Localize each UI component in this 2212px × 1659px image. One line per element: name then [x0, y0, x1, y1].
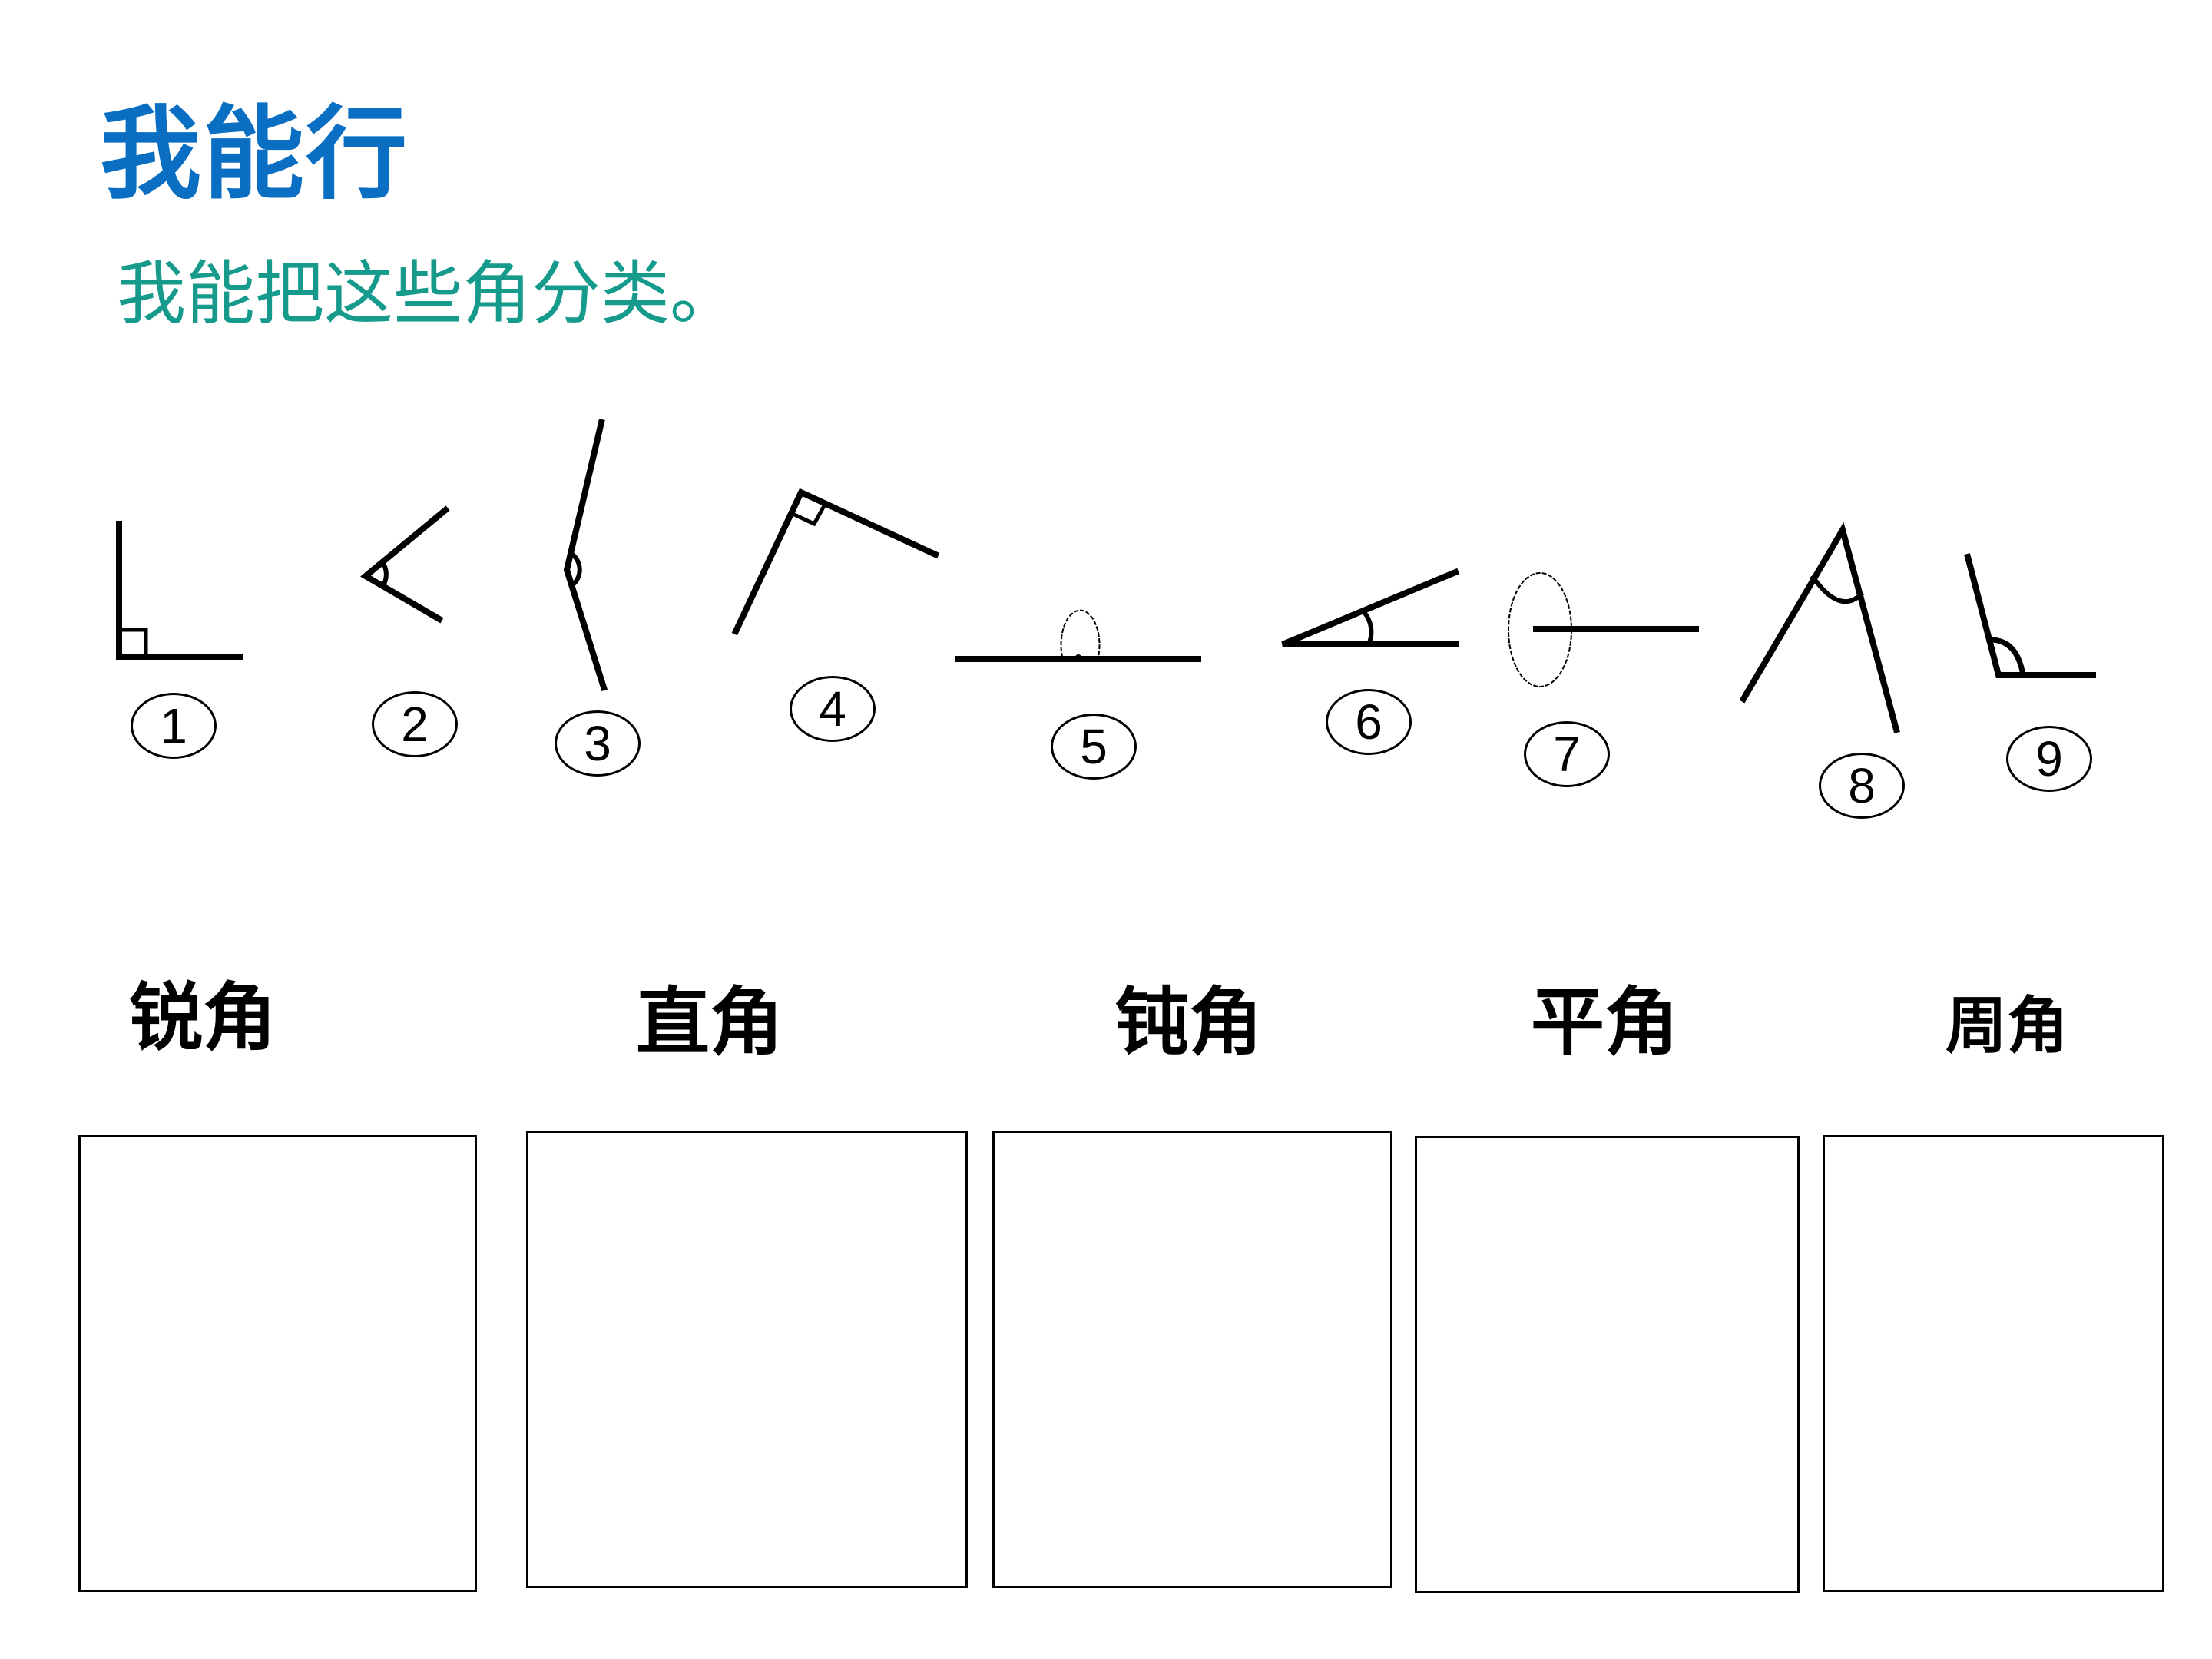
angle-number-7: 7 [1524, 721, 1610, 787]
category-label-straight: 平角 [1531, 979, 1678, 1065]
angle-number-4: 4 [790, 676, 876, 742]
angle-figure-4 [731, 488, 940, 636]
angle-figure-6 [1281, 568, 1460, 647]
angle-number-3: 3 [555, 710, 641, 777]
answer-box-obtuse[interactable] [992, 1131, 1392, 1588]
answer-box-straight[interactable] [1415, 1136, 1800, 1593]
category-label-full: 周角 [1945, 989, 2068, 1061]
angle-number-8: 8 [1819, 753, 1905, 819]
angle-number-1: 1 [131, 693, 217, 759]
category-label-acute: 锐角 [129, 974, 276, 1061]
angle-figure-3 [563, 419, 608, 692]
answer-box-right[interactable] [526, 1131, 968, 1588]
category-label-obtuse: 钝角 [1115, 979, 1263, 1065]
angle-figure-5 [955, 609, 1201, 662]
answer-box-acute[interactable] [78, 1135, 477, 1592]
angle-number-2: 2 [372, 691, 458, 757]
category-label-right: 直角 [636, 979, 783, 1065]
page-title: 我能行 [100, 95, 409, 214]
angle-figure-8 [1739, 522, 1900, 733]
angle-number-9: 9 [2006, 726, 2092, 792]
angle-number-5: 5 [1051, 714, 1137, 780]
angle-number-6: 6 [1326, 689, 1412, 755]
angle-figure-1 [116, 521, 243, 660]
angle-figure-7 [1508, 572, 1699, 687]
answer-box-full[interactable] [1823, 1135, 2164, 1592]
angle-figure-9 [1964, 553, 2096, 679]
instruction-text: 我能把这些角分类。 [117, 253, 739, 334]
angle-figure-2 [360, 505, 450, 624]
